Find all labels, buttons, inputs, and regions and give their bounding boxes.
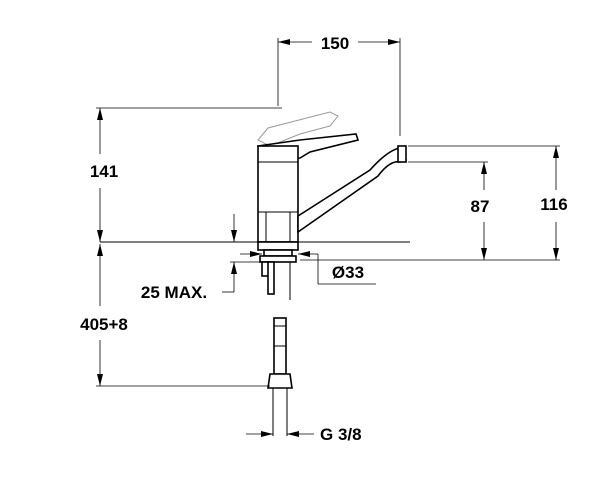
- dim-aerator-height-label: 116: [540, 195, 567, 214]
- dim-spout-reach-label: 150: [321, 34, 349, 53]
- dim-hose-length-label: 405+8: [80, 315, 128, 334]
- supply-hose: [267, 317, 293, 436]
- dim-hole-diameter-label: Ø33: [332, 263, 364, 282]
- dim-hose-length: 405+8: [80, 244, 270, 387]
- dim-spout-height-label: 87: [471, 197, 490, 216]
- dim-hole-diameter: Ø33: [240, 251, 376, 285]
- faucet-body: [257, 133, 407, 243]
- dim-aerator-height: 116: [300, 145, 568, 261]
- dim-deck-thickness-label: 25 MAX.: [141, 283, 207, 302]
- dim-spout-reach: 150: [277, 34, 401, 136]
- dim-total-height: 141: [90, 107, 282, 242]
- dim-spout-height: 87: [408, 161, 490, 260]
- dim-deck-thickness: 25 MAX.: [141, 214, 262, 302]
- dim-connection-label: G 3/8: [320, 425, 362, 444]
- dim-connection: G 3/8: [246, 425, 362, 444]
- deck-mounting: [100, 241, 410, 300]
- dim-total-height-label: 141: [90, 162, 118, 181]
